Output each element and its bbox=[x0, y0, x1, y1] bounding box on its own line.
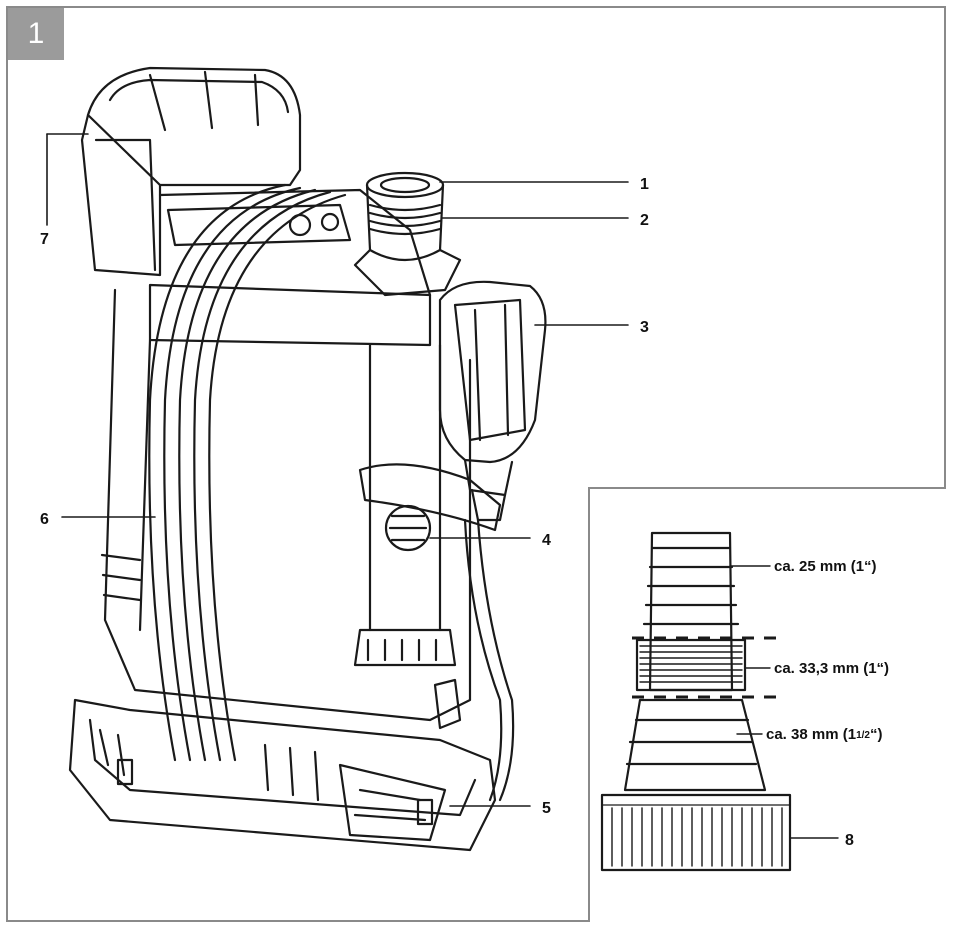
callout-1: 1 bbox=[640, 176, 649, 193]
leader-lines bbox=[46, 133, 629, 807]
dimension-38mm-main: ca. 38 mm (1 bbox=[766, 726, 856, 743]
dimension-label-38mm: ca. 38 mm (11/2“) bbox=[766, 726, 882, 743]
carrying-handle bbox=[80, 66, 302, 277]
callout-2: 2 bbox=[640, 212, 649, 229]
figure-number-badge: 1 bbox=[8, 8, 64, 60]
callout-6: 6 bbox=[40, 511, 49, 528]
adapter-inset-panel bbox=[588, 487, 946, 922]
callout-4: 4 bbox=[542, 532, 551, 549]
dimension-label-25mm: ca. 25 mm (1“) bbox=[774, 558, 877, 575]
dimension-38mm-end: “) bbox=[870, 726, 883, 743]
float-switch bbox=[438, 280, 547, 522]
thread-dashed-lines bbox=[632, 636, 782, 699]
callout-8: 8 bbox=[845, 832, 854, 849]
inset-leader-lines bbox=[729, 565, 839, 839]
power-cable bbox=[148, 183, 515, 802]
callout-3: 3 bbox=[640, 319, 649, 336]
callout-7: 7 bbox=[40, 231, 49, 248]
pump-base bbox=[68, 678, 497, 852]
central-column bbox=[353, 343, 502, 667]
outlet-port bbox=[353, 171, 462, 297]
hose-adapter bbox=[600, 531, 792, 872]
pump-body bbox=[100, 188, 472, 722]
dimension-label-33mm: ca. 33,3 mm (1“) bbox=[774, 660, 889, 677]
callout-5: 5 bbox=[542, 800, 551, 817]
dimension-38mm-fraction: 1/2 bbox=[856, 730, 870, 741]
figure-number: 1 bbox=[27, 17, 45, 50]
